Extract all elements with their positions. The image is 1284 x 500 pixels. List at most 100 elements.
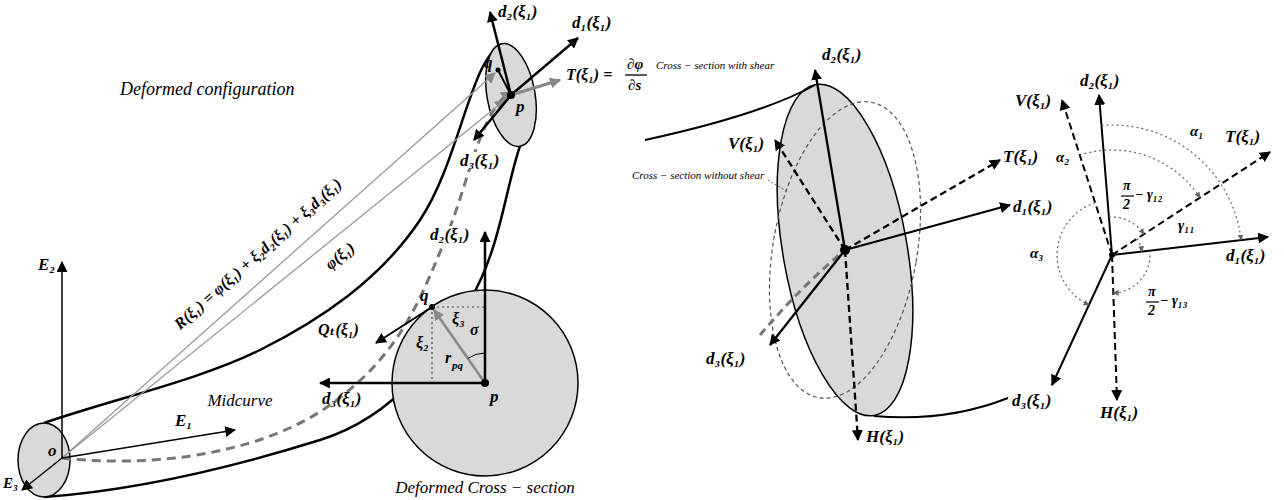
angle-frame bbox=[1112, 255, 1117, 400]
vector-label: r bbox=[445, 350, 451, 366]
angle-label: α₃ bbox=[1030, 246, 1044, 261]
unsheared-section bbox=[748, 90, 942, 410]
coordinate-label: ξ₃ bbox=[452, 311, 465, 327]
fraction-bars bbox=[1121, 195, 1134, 196]
vector-label: Qₜ(ξ₁) bbox=[318, 322, 359, 338]
point-p bbox=[481, 379, 489, 387]
angle-frame bbox=[1052, 255, 1112, 385]
angle-arcs bbox=[1102, 125, 1242, 240]
figure-caption: Deformed Cross − section bbox=[395, 479, 574, 496]
director-frame bbox=[625, 74, 647, 75]
beam-edges bbox=[874, 398, 1008, 417]
shear-frame bbox=[815, 70, 845, 250]
section-note: Cross − section with shear bbox=[656, 60, 774, 71]
fraction-bars bbox=[1121, 196, 1159, 302]
director-frame bbox=[474, 12, 647, 140]
fraction-bars bbox=[1146, 301, 1159, 302]
cross-section-vectors bbox=[468, 353, 485, 358]
point-q bbox=[496, 68, 501, 73]
angle-arcs bbox=[1057, 125, 1241, 305]
global-axes bbox=[61, 262, 63, 458]
fraction-denominator: 2 bbox=[1123, 198, 1130, 212]
cross-section-vectors bbox=[432, 306, 485, 307]
vector-label: d₂(ξ₁) bbox=[428, 226, 471, 243]
angle-frame bbox=[1112, 152, 1270, 255]
vector-label: d₃(ξ₁) bbox=[458, 152, 501, 169]
vector-label: d₃(ξ₁) bbox=[706, 350, 745, 367]
vector-label: T(ξ₁) = bbox=[566, 67, 612, 83]
centroid-dot bbox=[840, 245, 850, 255]
director-frame bbox=[490, 12, 511, 95]
deformed-section bbox=[478, 40, 543, 151]
vector-label: T(ξ₁) bbox=[1225, 128, 1260, 145]
angle-frame bbox=[1099, 95, 1112, 255]
cross-section-vectors bbox=[431, 307, 432, 383]
angle-label: − γ₁₃ bbox=[1160, 294, 1188, 308]
point-label: p bbox=[490, 388, 499, 405]
curve-label: Midcurve bbox=[207, 392, 272, 409]
sheared-section bbox=[755, 74, 935, 426]
vector-label: d₁(ξ₁) bbox=[1013, 198, 1052, 215]
vector-label: d₃(ξ₁) bbox=[322, 390, 361, 407]
angle-label: α₂ bbox=[1056, 150, 1070, 165]
cross-section-vectors bbox=[320, 382, 485, 385]
vector-label: d₁(ξ₁) bbox=[1226, 247, 1265, 264]
vector-label: d₂(ξ₁) bbox=[498, 3, 537, 20]
position-equation: R(ξ₁) = φ(ξ₁) + ξ₂d₂(ξ₁) + ξ₃d₃(ξ₁) bbox=[171, 176, 344, 333]
axis-label: E₂ bbox=[38, 256, 55, 273]
director-frame bbox=[474, 95, 511, 140]
fraction-denominator: 2 bbox=[1148, 304, 1155, 318]
angle-arcs bbox=[1109, 217, 1144, 234]
shear-frame bbox=[770, 70, 1010, 440]
angle-arcs bbox=[1137, 239, 1142, 252]
point-label: q bbox=[484, 54, 493, 71]
shear-frame bbox=[845, 205, 1010, 250]
shear-frame bbox=[775, 140, 845, 250]
point-label: q bbox=[420, 287, 429, 304]
leader-line bbox=[768, 180, 788, 192]
axis-label: E₃ bbox=[3, 476, 18, 491]
vector-label: V(ξ₁) bbox=[1015, 92, 1051, 109]
point-label: p bbox=[516, 98, 525, 115]
vector-label: H(ξ₁) bbox=[1100, 404, 1138, 421]
cross-section-vectors bbox=[320, 232, 485, 383]
fraction-numerator: π bbox=[1123, 179, 1131, 193]
coordinate-label: ξ₂ bbox=[416, 335, 429, 351]
point-q bbox=[429, 304, 435, 310]
angle-frame bbox=[1062, 100, 1112, 255]
figure-caption: Deformed configuration bbox=[120, 80, 294, 98]
angle-label: − γ₁₂ bbox=[1135, 188, 1163, 202]
global-axes bbox=[62, 430, 235, 458]
vector-label: d₂(ξ₁) bbox=[822, 46, 861, 63]
centroid-dot bbox=[1109, 252, 1115, 258]
fraction-numerator: ∂φ bbox=[627, 57, 643, 72]
angle-label: σ bbox=[470, 322, 479, 338]
shear-frame bbox=[845, 160, 1000, 250]
subscript-label: pq bbox=[452, 360, 463, 371]
vector-label: T(ξ₁) bbox=[1003, 148, 1038, 165]
section-note: Cross − section without shear bbox=[632, 170, 764, 181]
angle-label: α₁ bbox=[1190, 124, 1204, 139]
cross-section-vectors bbox=[484, 232, 487, 383]
cross-section-vectors bbox=[434, 310, 485, 383]
vector-label: H(ξ₁) bbox=[866, 428, 904, 445]
shear-frame bbox=[770, 250, 845, 345]
vector-label: d₃(ξ₁) bbox=[1012, 392, 1051, 409]
midcurve bbox=[760, 250, 845, 335]
origin-label: o bbox=[48, 442, 57, 459]
angle-frame bbox=[1052, 95, 1270, 400]
vector-label: φ(ξ₁) bbox=[322, 239, 358, 272]
director-frame bbox=[511, 80, 560, 95]
fraction-numerator: π bbox=[1148, 285, 1156, 299]
vector-label: d₁(ξ₁) bbox=[572, 14, 611, 31]
angle-label: γ₁₁ bbox=[1178, 218, 1195, 233]
angle-arcs bbox=[1113, 251, 1150, 293]
vector-label: V(ξ₁) bbox=[728, 135, 764, 152]
axis-label: E₁ bbox=[175, 412, 192, 429]
fraction-denominator: ∂s bbox=[628, 78, 641, 93]
point-p bbox=[507, 91, 515, 99]
shear-frame bbox=[845, 250, 858, 440]
vector-label: d₂(ξ₁) bbox=[1080, 72, 1119, 89]
